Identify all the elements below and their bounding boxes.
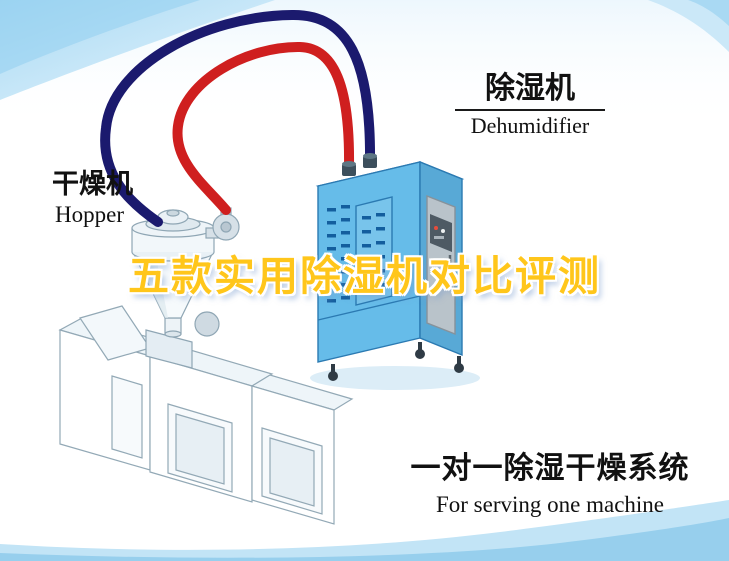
caster-wheels xyxy=(328,342,464,381)
dehumidifier-label: 除湿机 Dehumidifier xyxy=(455,72,605,138)
extruder-graphic xyxy=(58,305,354,525)
cabinet-shadow xyxy=(310,366,480,390)
dehumidifier-graphic xyxy=(315,160,465,381)
corner-swoosh-top-left xyxy=(0,0,275,100)
system-label-cn: 一对一除湿干燥系统 xyxy=(410,452,690,485)
corner-swoosh-top-right xyxy=(648,0,729,52)
hopper-graphic xyxy=(131,207,240,369)
system-label: 一对一除湿干燥系统 For serving one machine xyxy=(400,452,700,517)
vent-slots xyxy=(327,205,350,303)
bottom-wave xyxy=(0,500,729,561)
hopper-label-en: Hopper xyxy=(55,202,124,227)
dehumidifier-label-cn: 除湿机 xyxy=(455,72,605,111)
panel-vents xyxy=(362,213,385,290)
blue-hose xyxy=(100,9,376,227)
hose-fittings xyxy=(342,153,377,176)
system-label-en: For serving one machine xyxy=(435,492,665,517)
hopper-label-cn: 干燥机 xyxy=(52,169,133,199)
main-title: 五款实用除湿机对比评测 xyxy=(128,253,601,299)
dehumidifier-label-en: Dehumidifier xyxy=(470,113,590,138)
red-hose xyxy=(172,41,355,215)
